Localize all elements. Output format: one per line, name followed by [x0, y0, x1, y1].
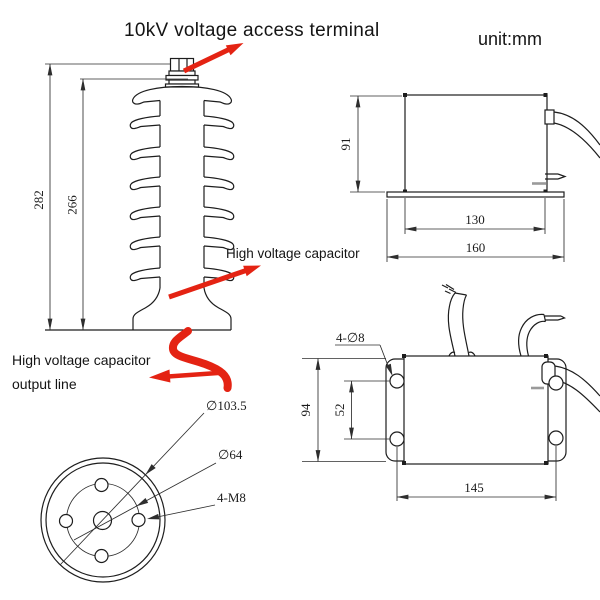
- mount-hole: [389, 373, 405, 389]
- mount-hole: [389, 431, 405, 447]
- mount-hole: [548, 375, 564, 391]
- title-terminal-label: 10kV voltage access terminal: [124, 20, 380, 41]
- dimension-box-height: 91: [338, 138, 353, 151]
- dimension-hole-span: 145: [464, 480, 484, 495]
- insulator-shed: [129, 115, 235, 130]
- outer-circle: [40, 457, 166, 583]
- side-view-dimensions: 91 130 160: [338, 95, 565, 262]
- circle-leaders: ∅103.5 ∅64 4-M8: [59, 398, 247, 566]
- inner-circle: [45, 462, 161, 578]
- insulator-dome: [131, 85, 233, 105]
- signal-cable: [518, 313, 567, 357]
- output-line-arrow-icon: [149, 369, 226, 383]
- capacitor-arrow-icon: [168, 265, 261, 300]
- unit-note: unit:mm: [478, 29, 543, 49]
- box-body: [404, 94, 548, 194]
- insulator-shed: [129, 206, 235, 221]
- top-view-dimensions: 94 52 145 4-∅8: [298, 330, 557, 501]
- output-cable: [544, 109, 600, 159]
- label-mount-holes: 4-∅8: [336, 330, 365, 345]
- dimension-overall-height: 282: [31, 190, 46, 210]
- insulator-column: [159, 100, 205, 288]
- thread-hole: [94, 548, 109, 564]
- dimension-bolt-circle: ∅64: [218, 447, 243, 462]
- insulator-shed: [129, 146, 235, 161]
- output-line-label-line1: High voltage capacitor: [12, 352, 151, 368]
- dimension-body-width: 130: [465, 212, 485, 227]
- thread-hole: [94, 477, 109, 493]
- thread-hole: [131, 512, 146, 528]
- hv-output-cable: [441, 283, 476, 357]
- box-body-top: [403, 355, 549, 465]
- terminal-arrow-icon: [182, 43, 244, 74]
- dimension-insulator-height: 266: [65, 195, 80, 215]
- side-view-box: 91 130 160: [338, 93, 600, 262]
- capacitor-label: High voltage capacitor: [226, 246, 360, 261]
- box-base-flange: [386, 191, 565, 198]
- mount-hole: [548, 430, 564, 446]
- output-line-label-line2: output line: [12, 376, 77, 392]
- top-view-box: 94 52 145 4-∅8: [298, 283, 600, 501]
- insulator-base: [132, 287, 232, 330]
- ground-terminal-pin: [532, 173, 567, 185]
- dimension-outer-diameter: ∅103.5: [206, 398, 247, 413]
- dimension-base-width: 160: [466, 240, 486, 255]
- dimension-thread-holes: 4-M8: [217, 490, 246, 505]
- bottom-view-circle: ∅103.5 ∅64 4-M8: [40, 398, 247, 583]
- dimension-box-depth: 94: [298, 403, 313, 417]
- output-line-label: High voltage capacitor output line: [12, 348, 182, 396]
- front-view-insulator: [45, 57, 235, 331]
- thread-hole: [58, 513, 74, 529]
- red-annotations: [149, 43, 261, 392]
- insulator-shed: [129, 236, 235, 251]
- voltage-terminal-bolt: [164, 57, 200, 88]
- insulator-shed: [129, 176, 235, 191]
- front-view-dimensions: 282 266: [31, 63, 188, 331]
- dimension-hole-pitch: 52: [332, 404, 347, 417]
